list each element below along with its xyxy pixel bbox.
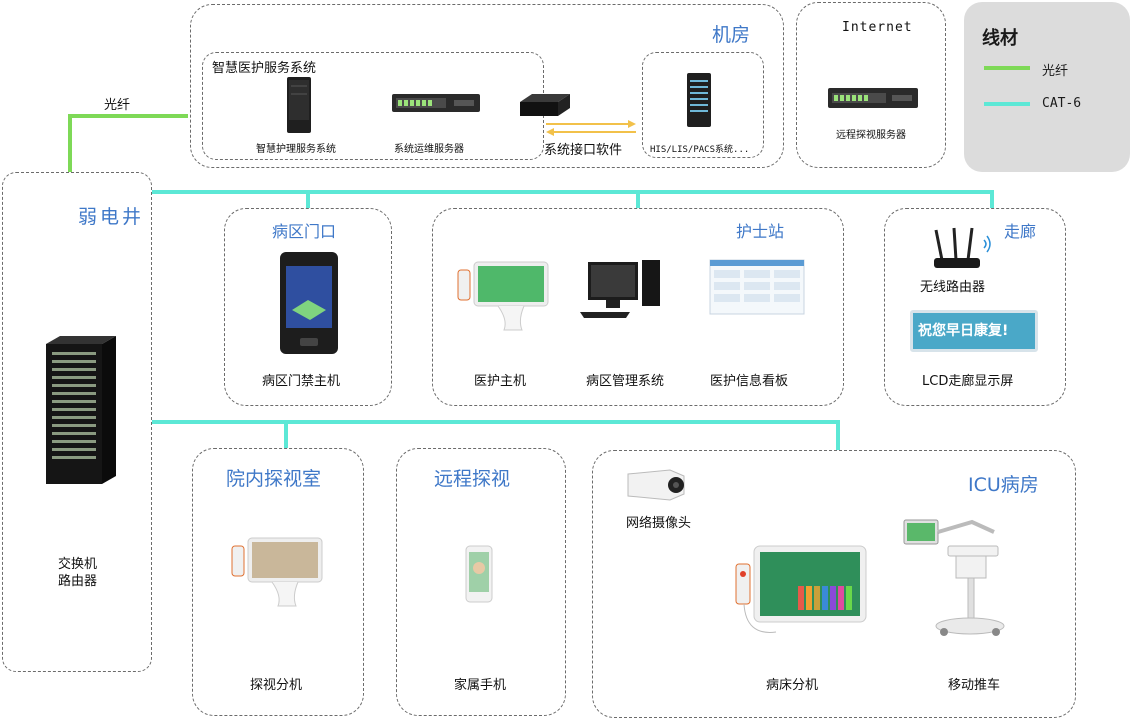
ward-entrance-title: 病区门口 [272,222,337,241]
medical-host-label: 医护主机 [474,374,527,389]
legend-cat6-label: CAT-6 [1042,96,1082,111]
smart-nursing-server-label: 智慧护理服务系统 [256,144,336,155]
internet-box [796,2,946,168]
lcd-display-icon [910,310,1038,352]
visiting-room-box [192,448,364,716]
legend-title: 线材 [982,28,1018,49]
rack-server-icon [392,94,480,112]
mobile-cart-icon [903,519,1005,636]
access-host-label: 病区门禁主机 [262,374,341,389]
interface-software-label: 系统接口软件 [544,143,623,158]
cat6-bus-bottom [152,420,840,424]
corridor-title: 走廊 [1004,222,1037,241]
rack-cabinet-icon [46,336,116,484]
server-room-title: 机房 [712,24,751,46]
cat6-drop-nurse [636,190,640,208]
info-board-label: 医护信息看板 [710,374,789,389]
cat6-drop-ward-entrance [306,190,310,208]
lcd-display-label: LCD走廊显示屏 [922,374,1014,389]
access-control-icon [280,252,338,354]
network-camera-label: 网络摄像头 [626,516,692,531]
mobile-cart-label: 移动推车 [948,678,1001,693]
wireless-router-icon [934,227,991,268]
ward-mgmt-label: 病区管理系统 [586,374,665,389]
switch-router-label: 交换机 路由器 [58,557,98,589]
interface-box-icon [520,94,570,116]
tower-server-icon [287,77,311,133]
nurse-station-title: 护士站 [736,222,785,241]
legend-panel [964,2,1130,172]
weak-current-well-box [2,172,152,672]
medical-host-icon [457,261,549,331]
visit-terminal-label: 探视分机 [250,678,303,693]
fiber-line-horizontal [68,114,188,118]
internet-title: Internet [842,20,913,35]
cat6-bus-top [152,190,994,194]
visit-terminal-icon [231,537,323,607]
remote-visit-server-label: 远程探视服务器 [836,130,906,141]
fiber-line-vertical [68,114,72,172]
fiber-label: 光纤 [104,98,131,113]
legend-fiber-swatch [984,66,1030,70]
info-board-icon [709,259,805,315]
smart-care-title: 智慧医护服务系统 [212,61,317,76]
ops-server-label: 系统运维服务器 [394,144,464,155]
his-server-icon [687,73,711,127]
remote-visit-title: 远程探视 [434,468,511,490]
network-camera-icon [627,469,685,501]
weak-current-well-title: 弱电井 [78,206,145,228]
remote-server-icon [828,88,918,108]
ward-entrance-box [224,208,392,406]
lcd-display-text: 祝您早日康复! [918,323,1009,339]
legend-cat6-swatch [984,102,1030,106]
interface-arrows [546,120,636,136]
legend-fiber-label: 光纤 [1042,64,1069,79]
bedside-terminal-label: 病床分机 [766,678,819,693]
family-phone-label: 家属手机 [454,678,507,693]
nurse-station-box [432,208,844,406]
icu-box [592,450,1076,718]
family-phone-icon [465,545,493,603]
cat6-drop-corridor [990,190,994,208]
his-box [642,52,764,158]
corridor-box [884,208,1066,406]
bedside-terminal-icon [735,545,867,633]
wireless-router-label: 无线路由器 [920,280,986,295]
cat6-drop-icu [836,420,840,450]
desktop-computer-icon [580,260,660,318]
remote-visit-box [396,448,566,716]
icu-title: ICU病房 [968,474,1039,496]
his-system-label: HIS/LIS/PACS系统... [650,145,750,155]
server-room-box [190,4,784,168]
cat6-drop-visiting [284,420,288,448]
visiting-room-title: 院内探视室 [226,468,322,490]
